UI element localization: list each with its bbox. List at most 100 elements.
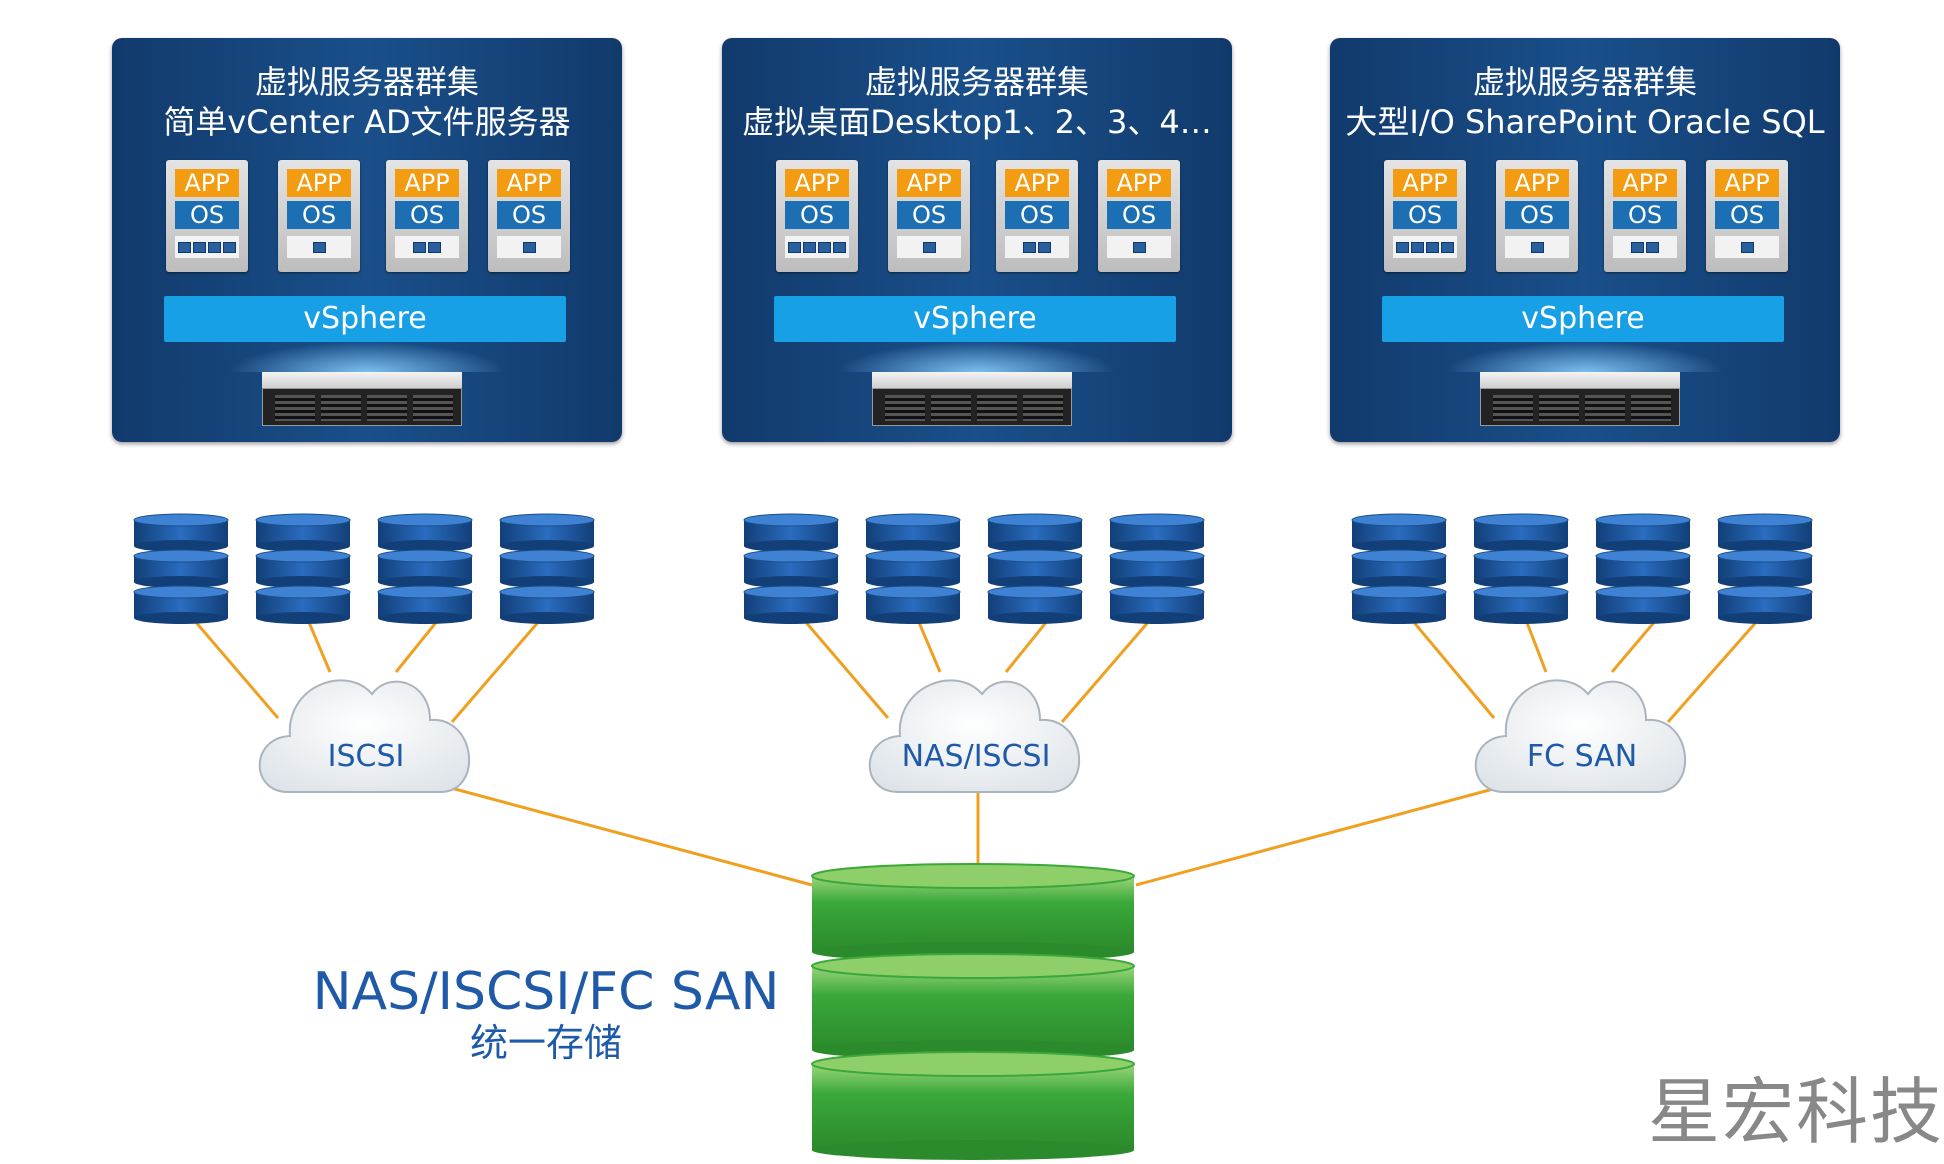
monitor-icon [1038,242,1051,253]
disk-platter-bottom [134,576,228,588]
server-glow [1445,342,1725,372]
os-badge: OS [1107,201,1171,229]
vm-card: APP OS [996,160,1078,272]
disk-platter-bottom [1352,576,1446,588]
storage-segment [811,863,1135,962]
vm-card: APP OS [1604,160,1686,272]
storage-body [812,1064,1134,1150]
disk-platter-top [255,549,351,563]
disk-stack-icon [255,513,351,624]
monitor-icon [818,242,831,253]
monitor-icon [1646,242,1659,253]
vm-card: APP OS [888,160,970,272]
monitor-icon [1441,242,1454,253]
vm-card: APP OS [278,160,360,272]
disk-platter-top [1109,549,1205,563]
monitor-icon [1023,242,1036,253]
disk-platter-top [1595,513,1691,527]
monitor-icon [193,242,206,253]
disk-platter-top [1595,585,1691,599]
panel-subtitle: 大型I/O SharePoint Oracle SQL [1345,103,1825,141]
monitor-icon [413,242,426,253]
monitor-icons [1393,236,1457,258]
storage-top [811,863,1135,889]
disk-platter-top [255,513,351,527]
monitor-icon [833,242,846,253]
monitor-icons [175,236,239,258]
disk-platter-top [377,549,473,563]
disk-platter-top [1351,549,1447,563]
disk-platter-bottom [1110,576,1204,588]
disk-platter-bottom [1110,540,1204,552]
network-link [450,619,542,723]
cloud-shape [1474,679,1687,793]
panel-title: 虚拟服务器群集 [1472,63,1697,101]
vsphere-bar: vSphere [164,296,566,342]
disk-platter-bottom [1352,612,1446,624]
app-badge: APP [1505,169,1569,197]
network-link [306,619,332,673]
cloud-label: ISCSI [328,739,405,774]
disk-platter-top [987,585,1083,599]
network-link [802,619,890,719]
disk-platter-top [1717,585,1813,599]
os-badge: OS [1613,201,1677,229]
disk-platter-top [1109,513,1205,527]
disk-platter-top [1717,513,1813,527]
disk-platter-bottom [378,540,472,552]
disk-platter-top [1595,549,1691,563]
panel-title: 虚拟服务器群集 [254,63,479,101]
disk-platter-bottom [1596,612,1690,624]
os-badge: OS [497,201,561,229]
watermark: 星宏科技 [1648,1070,1944,1154]
app-badge: APP [287,169,351,197]
disk-platter-top [377,585,473,599]
disk-stack-icon [377,513,473,624]
disk-platter-top [377,513,473,527]
unified-storage-cylinder [811,863,1135,1160]
storage-segment [811,953,1135,1060]
storage-body [812,966,1134,1050]
monitor-icon [1411,242,1424,253]
disk-stack-icon [1717,513,1813,624]
server-rack-icon [262,372,462,426]
vm-card: APP OS [776,160,858,272]
monitor-icons [1715,236,1779,258]
vm-card: APP OS [166,160,248,272]
server-glow [227,342,507,372]
monitor-icons [395,236,459,258]
monitor-icons [1005,236,1069,258]
network-link [916,619,942,673]
vsphere-bar: vSphere [774,296,1176,342]
app-badge: APP [1005,169,1069,197]
storage-top [811,953,1135,979]
cloud-icon: NAS/ISCSI [868,679,1081,793]
os-badge: OS [1715,201,1779,229]
disk-platter-bottom [1352,540,1446,552]
disk-platter-top [865,585,961,599]
disk-platter-bottom [500,612,594,624]
disk-platter-top [1717,549,1813,563]
disk-platter-bottom [866,576,960,588]
os-badge: OS [175,201,239,229]
vm-card: APP OS [1706,160,1788,272]
network-link [192,619,280,719]
network-link [1004,619,1050,673]
network-link [1666,619,1760,723]
vsphere-bar: vSphere [1382,296,1784,342]
os-badge: OS [395,201,459,229]
cluster-panel-2: 虚拟服务器群集 虚拟桌面Desktop1、2、3、4… APP OS APP O… [722,38,1232,442]
disk-platter-bottom [1474,576,1568,588]
panel-title: 虚拟服务器群集 [864,63,1089,101]
disk-arrays [133,513,1813,624]
vm-card: APP OS [386,160,468,272]
disk-platter-bottom [866,612,960,624]
disk-platter-top [133,549,229,563]
disk-stack-icon [865,513,961,624]
disk-platter-bottom [256,612,350,624]
disk-platter-top [743,549,839,563]
network-link [1135,783,1509,887]
network-link [439,783,813,887]
app-badge: APP [175,169,239,197]
